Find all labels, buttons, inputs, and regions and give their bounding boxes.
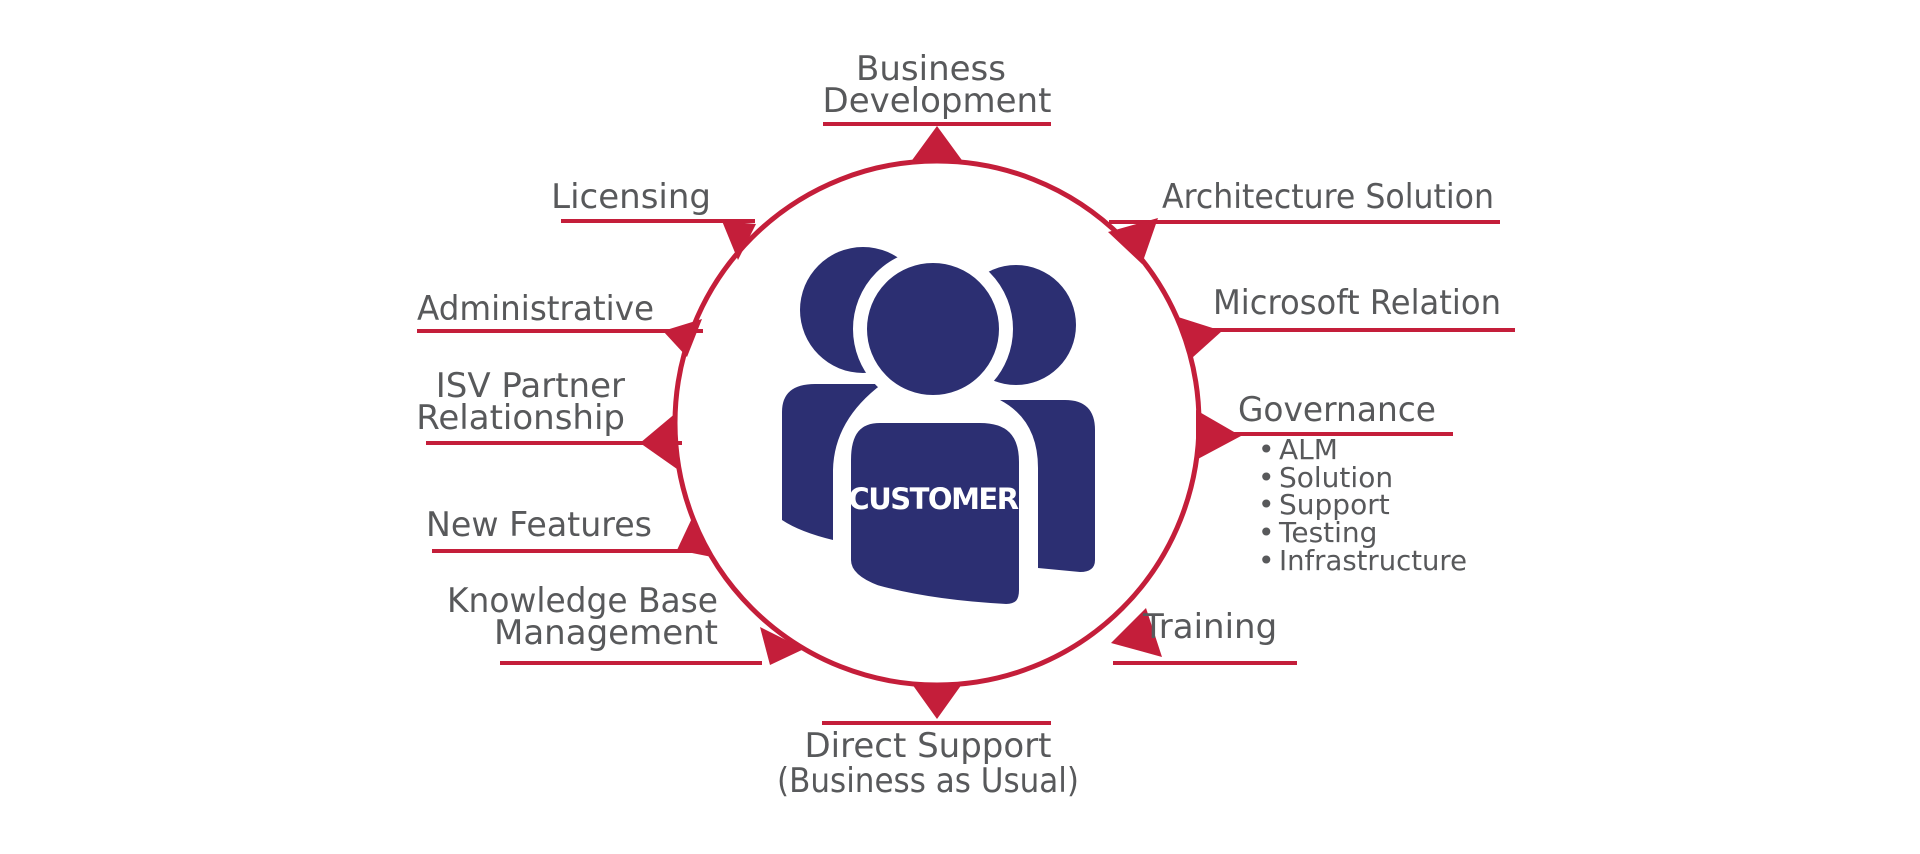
people-group-icon <box>782 247 1095 619</box>
governance-bullet-item: • <box>1258 488 1275 521</box>
governance-bullet-solution: Solution <box>1279 461 1393 494</box>
topic-labels: Business Development Architecture Soluti… <box>416 49 1501 801</box>
topic-isv-partner-line2: Relationship <box>416 398 625 438</box>
person-front-head <box>853 249 1013 409</box>
ring-pointers <box>640 126 1241 719</box>
topic-governance: Governance <box>1238 390 1436 430</box>
pointer-licensing <box>722 221 756 260</box>
topic-knowledge-base-line1: Knowledge Base <box>447 581 718 621</box>
topic-administrative: Administrative <box>417 289 654 329</box>
topic-business-development-line1: Business <box>856 49 1006 89</box>
person-back-right-body <box>1000 400 1095 572</box>
governance-bullet-item: • <box>1258 461 1275 494</box>
pointer-direct-support <box>912 684 962 719</box>
pointer-training <box>1111 608 1162 657</box>
topic-licensing: Licensing <box>551 177 711 217</box>
pointer-isv-partner <box>640 412 677 469</box>
pointer-new-features <box>677 516 712 557</box>
governance-bullet-testing: Testing <box>1278 516 1377 549</box>
pointer-business-development <box>910 126 964 163</box>
governance-bullet-item: • <box>1258 433 1275 466</box>
pointer-architecture-solution <box>1108 218 1158 264</box>
pointer-microsoft-relation <box>1178 317 1222 358</box>
topic-new-features: New Features <box>426 505 652 545</box>
governance-bullet-alm: ALM <box>1279 433 1338 466</box>
topic-architecture-solution: Architecture Solution <box>1162 177 1494 217</box>
governance-bullet-infrastructure: Infrastructure <box>1279 544 1467 577</box>
topic-direct-support-line1: Direct Support <box>804 726 1051 766</box>
topic-knowledge-base-line2: Management <box>494 613 718 653</box>
topic-business-development-line2: Development <box>823 81 1052 121</box>
customer-label: CUSTOMER <box>848 482 1018 516</box>
pointer-knowledge-base <box>760 627 804 665</box>
governance-bullet-item: • <box>1258 544 1275 577</box>
governance-bullet-item: • <box>1258 516 1275 549</box>
person-back-left-body <box>782 384 882 540</box>
topic-isv-partner-line1: ISV Partner <box>436 366 625 406</box>
topic-training: Training <box>1142 607 1277 647</box>
topic-microsoft-relation: Microsoft Relation <box>1213 283 1501 323</box>
topic-direct-support-line2: (Business as Usual) <box>777 761 1079 801</box>
pointer-administrative <box>663 319 702 357</box>
governance-bullet-support: Support <box>1279 488 1390 521</box>
topic-underlines <box>417 122 1515 725</box>
person-front-body <box>837 409 1033 619</box>
governance-bullet-list: • ALM • Solution • Support • Testing • I… <box>1258 433 1467 577</box>
